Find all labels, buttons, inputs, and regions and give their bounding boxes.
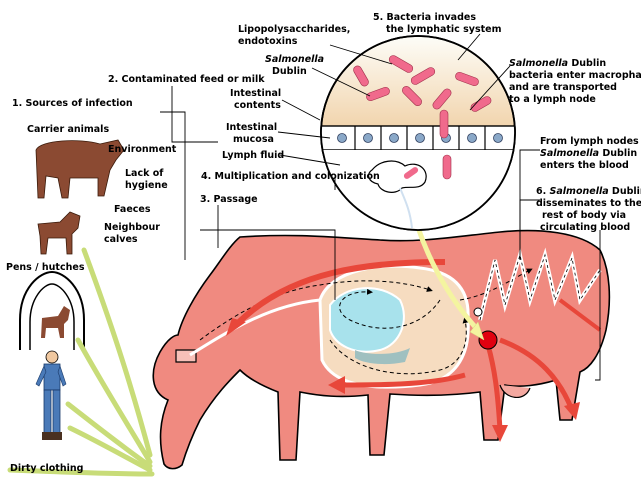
label-disseminates-dublin: Dublin <box>609 186 641 197</box>
magnifier-circle <box>320 36 520 240</box>
label-passage: 3. Passage <box>200 194 258 206</box>
label-calves: calves <box>104 234 138 246</box>
label-hygiene: hygiene <box>125 180 168 192</box>
label-environment: Environment <box>108 144 176 156</box>
label-disseminates-1: 6. Salmonella Dublin <box>536 186 641 198</box>
label-neighbour: Neighbour <box>104 222 160 234</box>
label-from-lymph-3: enters the blood <box>540 160 629 172</box>
label-carrier-animals: Carrier animals <box>27 124 109 136</box>
label-dirty-clothing: Dirty clothing <box>10 463 83 475</box>
label-disseminates-4: circulating blood <box>540 222 630 234</box>
label-intestinal-mucosa-1: Intestinal <box>226 122 277 134</box>
label-bacteria-invades: 5. Bacteria invades <box>373 12 476 24</box>
label-macrophage-line-2: bacteria enter macrophages <box>509 70 641 82</box>
label-salmonella-inset: Salmonella <box>265 54 324 66</box>
label-macrophage-salmonella: Salmonella <box>509 58 568 69</box>
label-intestinal-mucosa-2: mucosa <box>233 134 274 146</box>
label-intestinal-contents-2: contents <box>234 100 281 112</box>
label-multiplication: 4. Multiplication and colonization <box>201 171 380 183</box>
farmer-dirty-clothing <box>36 351 66 440</box>
label-lymphatic-system: the lymphatic system <box>386 24 502 36</box>
label-disseminates-number: 6. <box>536 186 546 197</box>
label-intestinal-contents-1: Intestinal <box>230 88 281 100</box>
macrophage-dot <box>474 308 482 316</box>
label-lymph-fluid: Lymph fluid <box>222 150 284 162</box>
label-macrophage-dublin: Dublin <box>568 58 606 69</box>
label-macrophage-line-3: and are transported <box>509 82 617 94</box>
neighbour-calf <box>38 212 80 254</box>
label-lack-of: Lack of <box>125 168 163 180</box>
label-from-lymph-2: Salmonella Dublin <box>540 148 637 160</box>
label-sources-of-infection: 1. Sources of infection <box>12 98 133 110</box>
label-macrophage-line-4: to a lymph node <box>509 94 596 106</box>
cow-illustration <box>153 196 609 469</box>
label-faeces: Faeces <box>114 204 151 216</box>
label-from-lymph-dublin: Dublin <box>599 148 637 159</box>
label-contaminated-feed: 2. Contaminated feed or milk <box>108 74 265 86</box>
label-disseminates-salmonella: Salmonella <box>550 186 609 197</box>
label-pens-hutches: Pens / hutches <box>6 262 84 274</box>
label-macrophage-line-1: Salmonella Dublin <box>509 58 606 70</box>
label-disseminates-3: rest of body via <box>542 210 626 222</box>
label-from-lymph-1: From lymph nodes <box>540 136 639 148</box>
label-disseminates-2: disseminates to the <box>536 198 641 210</box>
stomach-area <box>330 288 404 352</box>
label-from-lymph-salmonella: Salmonella <box>540 148 599 159</box>
label-dublin-inset: Dublin <box>272 66 307 78</box>
label-lipopolysaccharides: Lipopolysaccharides, <box>238 24 350 36</box>
label-endotoxins: endotoxins <box>238 36 297 48</box>
